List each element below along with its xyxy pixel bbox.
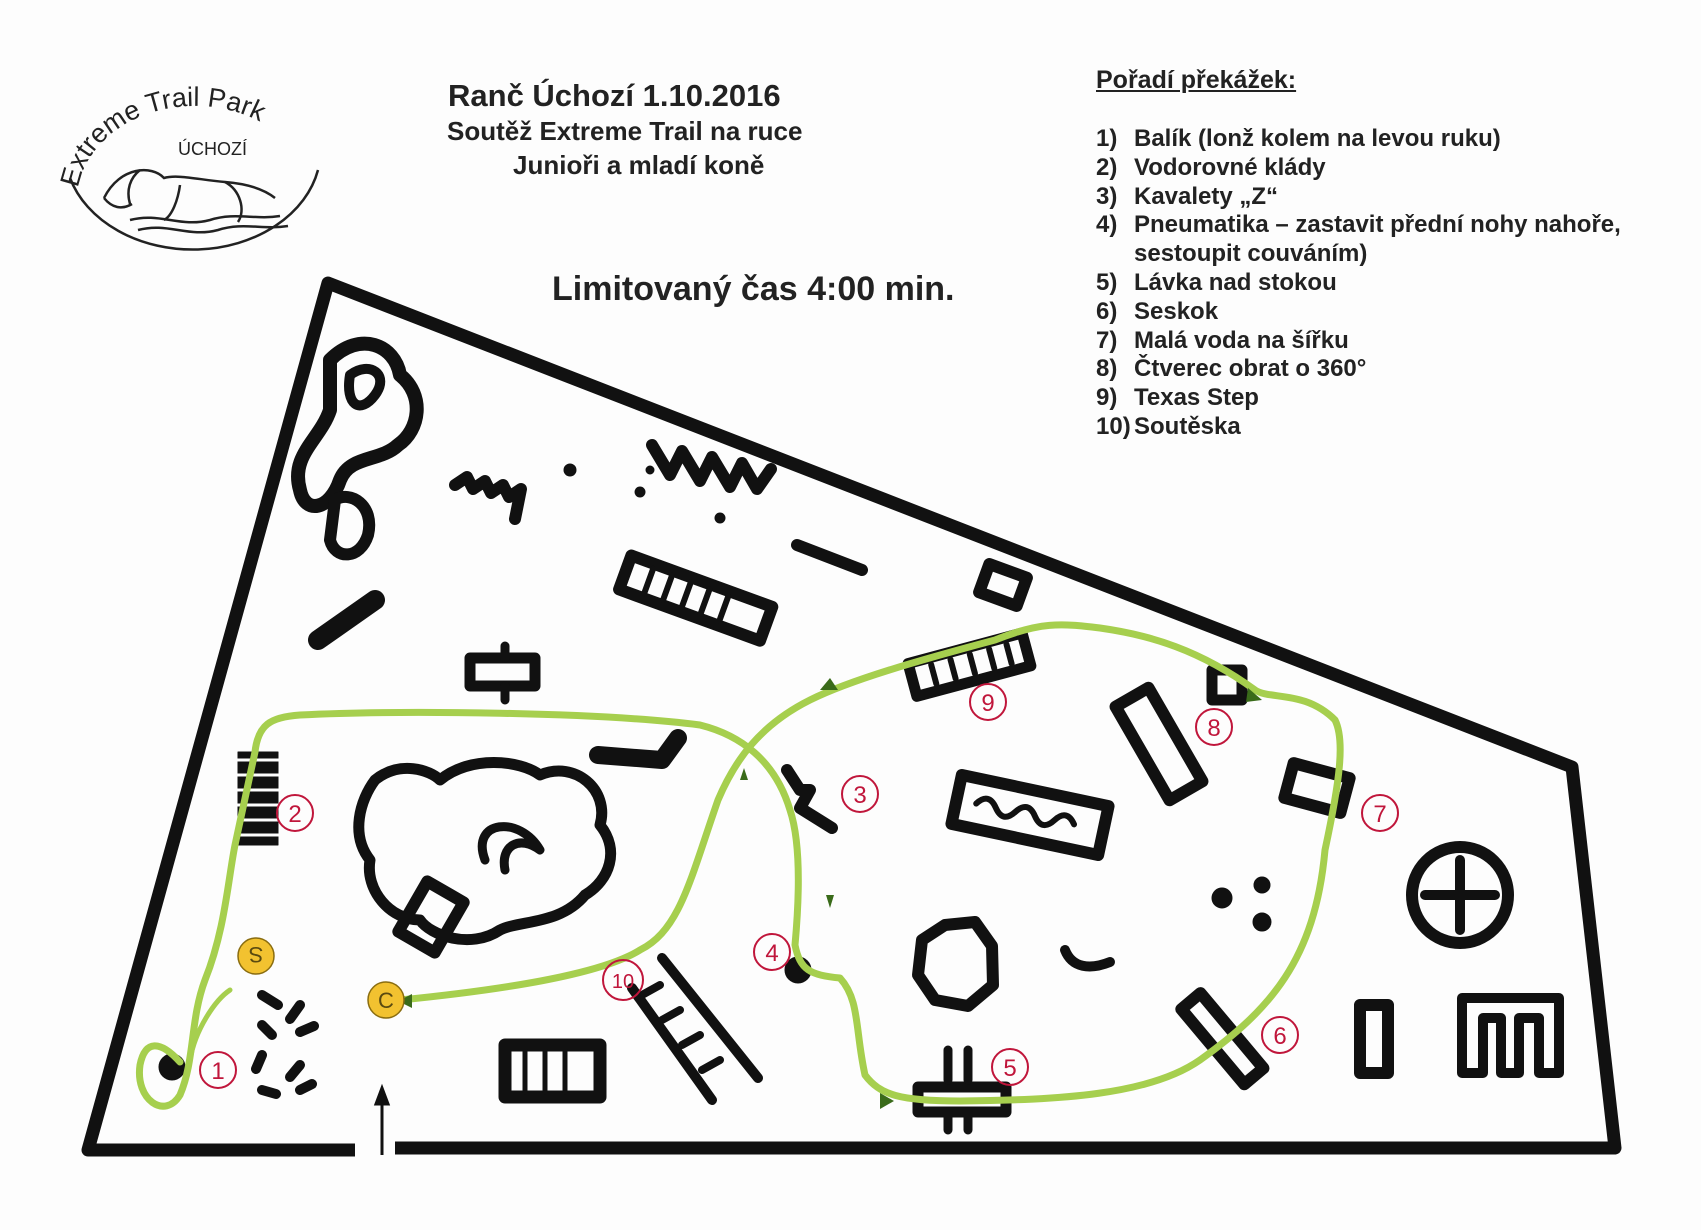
finish-marker: C — [367, 981, 405, 1019]
legend-item: 1) Balík (lonž kolem na levou ruku) — [1096, 125, 1621, 154]
svg-text:4: 4 — [765, 940, 778, 967]
marker-4: 4 — [753, 933, 791, 971]
marker-7: 7 — [1361, 794, 1399, 832]
svg-text:9: 9 — [981, 690, 994, 717]
legend-number: 3) — [1096, 182, 1118, 210]
legend-text: Pneumatika – zastavit přední nohy nahoře… — [1134, 211, 1621, 268]
start-marker: S — [237, 937, 275, 975]
marker-8: 8 — [1195, 708, 1233, 746]
marker-3: 3 — [841, 775, 879, 813]
legend-number: 6) — [1096, 297, 1118, 325]
legend-text: Kavalety „Z“ — [1134, 182, 1279, 210]
legend-item: 8) Čtverec obrat o 360° — [1096, 355, 1621, 384]
legend-number: 8) — [1096, 355, 1118, 383]
svg-text:1: 1 — [211, 1058, 224, 1085]
legend-text: Lávka nad stokou — [1134, 268, 1337, 296]
obstacle-order-legend: Pořadí překážek: 1) Balík (lonž kolem na … — [1096, 66, 1621, 442]
marker-2: 2 — [276, 794, 314, 832]
legend-item: 5) Lávka nad stokou — [1096, 269, 1621, 298]
svg-text:S: S — [249, 942, 264, 967]
legend-number: 5) — [1096, 268, 1118, 296]
logo: Extreme Trail Park ÚCHOZÍ — [60, 82, 320, 251]
legend-text: Vodorovné klády — [1134, 153, 1326, 181]
legend-number: 4) — [1096, 211, 1118, 239]
marker-6: 6 — [1261, 1016, 1299, 1054]
route-arrows — [398, 678, 1262, 1109]
svg-text:6: 6 — [1273, 1023, 1286, 1050]
marker-1: 1 — [199, 1051, 237, 1089]
legend-number: 9) — [1096, 384, 1118, 412]
svg-text:7: 7 — [1373, 801, 1386, 828]
marker-10: 10 — [602, 959, 644, 1001]
legend-item: 6) Seskok — [1096, 298, 1621, 327]
svg-text:10: 10 — [612, 971, 634, 993]
obstacle-markers: 1 2 3 4 5 6 7 8 9 10 — [199, 683, 1399, 1089]
logo-place: ÚCHOZÍ — [178, 138, 247, 159]
legend-text: Malá voda na šířku — [1134, 326, 1349, 354]
event-category: Junioři a mladí koně — [513, 150, 765, 180]
svg-text:8: 8 — [1207, 715, 1220, 742]
legend-item: 3) Kavalety „Z“ — [1096, 183, 1621, 212]
marker-5: 5 — [991, 1048, 1029, 1086]
legend-text: Texas Step — [1134, 384, 1259, 412]
legend-item: 9) Texas Step — [1096, 384, 1621, 413]
svg-text:3: 3 — [853, 782, 866, 809]
legend-item: 4) Pneumatika – zastavit přední nohy naho… — [1096, 211, 1621, 269]
legend-text: Balík (lonž kolem na levou ruku) — [1134, 125, 1501, 152]
legend-item: 2) Vodorovné klády — [1096, 154, 1621, 183]
marker-9: 9 — [969, 683, 1007, 721]
legend-number: 2) — [1096, 153, 1118, 181]
svg-text:5: 5 — [1003, 1055, 1016, 1082]
event-subtitle: Soutěž Extreme Trail na ruce — [447, 116, 803, 146]
horse-icon — [102, 168, 276, 223]
svg-text:C: C — [378, 988, 394, 1013]
event-title: Ranč Úchozí 1.10.2016 — [448, 78, 781, 113]
legend-item: 10)Soutěska — [1096, 413, 1621, 442]
legend-item: 7) Malá voda na šířku — [1096, 327, 1621, 356]
legend-text: Čtverec obrat o 360° — [1134, 355, 1367, 383]
obstacles — [158, 336, 1564, 1135]
legend-number: 7) — [1096, 326, 1118, 354]
legend-text: Soutěska — [1134, 412, 1241, 440]
legend-number: 10) — [1096, 412, 1131, 440]
time-limit: Limitovaný čas 4:00 min. — [552, 270, 955, 308]
entrance-arrow — [373, 1083, 391, 1155]
legend-title: Pořadí překážek: — [1096, 66, 1297, 94]
svg-text:2: 2 — [288, 801, 301, 828]
arena-boundary — [81, 276, 1622, 1157]
legend-text: Seskok — [1134, 297, 1219, 325]
legend-number: 1) — [1096, 125, 1118, 152]
